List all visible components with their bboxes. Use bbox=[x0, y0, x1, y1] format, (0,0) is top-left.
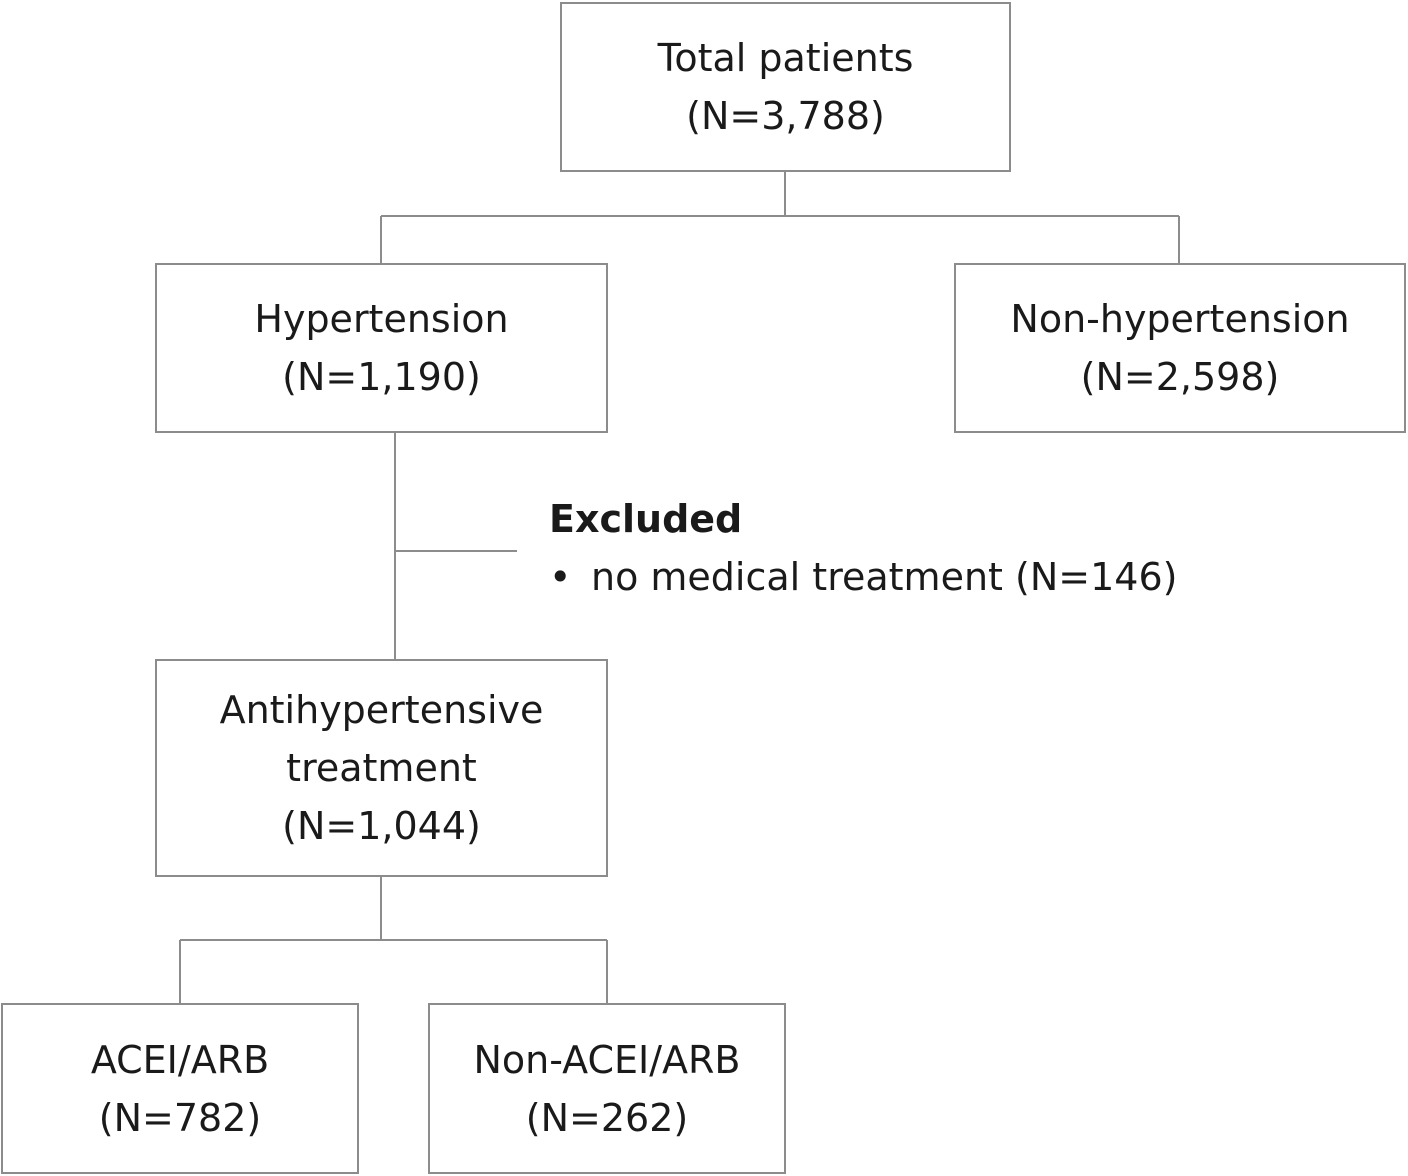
total-count: (N=3,788) bbox=[686, 94, 885, 138]
box-total-patients: Total patients (N=3,788) bbox=[560, 2, 1011, 172]
excluded-item-text: no medical treatment (N=146) bbox=[591, 555, 1178, 599]
exclusion-note: Excluded • no medical treatment (N=146) bbox=[549, 490, 1177, 606]
excluded-title: Excluded bbox=[549, 497, 743, 541]
hypertension-label: Hypertension bbox=[254, 297, 509, 341]
non-hypertension-count: (N=2,598) bbox=[1080, 355, 1280, 399]
acei-arb-label: ACEI/ARB bbox=[90, 1037, 270, 1082]
acei-arb-count: (N=782) bbox=[98, 1095, 262, 1140]
bullet-icon: • bbox=[549, 555, 572, 599]
box-hypertension: Hypertension (N=1,190) bbox=[155, 263, 608, 433]
treatment-label-line2: treatment bbox=[286, 746, 477, 790]
hypertension-count: (N=1,190) bbox=[282, 355, 481, 399]
box-non-hypertension: Non-hypertension (N=2,598) bbox=[954, 263, 1406, 433]
non-acei-arb-count: (N=262) bbox=[525, 1095, 689, 1140]
non-acei-arb-label: Non-ACEI/ARB bbox=[473, 1037, 741, 1082]
box-antihypertensive-treatment: Antihypertensive treatment (N=1,044) bbox=[155, 659, 608, 877]
box-acei-arb: ACEI/ARB (N=782) bbox=[1, 1003, 359, 1174]
box-non-acei-arb: Non-ACEI/ARB (N=262) bbox=[428, 1003, 786, 1174]
treatment-label-line1: Antihypertensive bbox=[219, 688, 544, 732]
excluded-item: • no medical treatment (N=146) bbox=[549, 548, 1177, 606]
non-hypertension-label: Non-hypertension bbox=[1010, 297, 1350, 341]
total-label: Total patients bbox=[657, 36, 914, 80]
treatment-count: (N=1,044) bbox=[282, 804, 481, 848]
